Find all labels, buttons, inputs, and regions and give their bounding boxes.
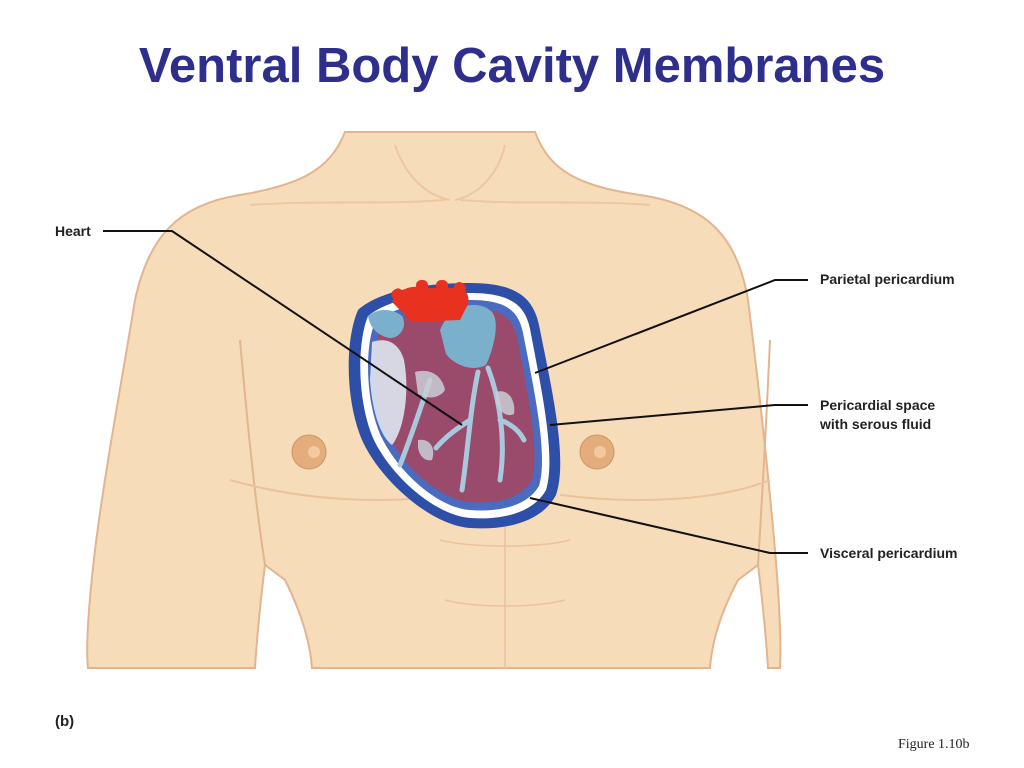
- leader-lines: [103, 230, 808, 554]
- slide-title: Ventral Body Cavity Membranes: [138, 39, 886, 93]
- coronary-vessels: [397, 365, 527, 493]
- space-leader: [549, 404, 808, 426]
- heart-label: Heart: [55, 223, 91, 239]
- figure-reference: Figure 1.10b: [898, 737, 970, 752]
- parietal-leader: [534, 279, 808, 374]
- panel-label: (b): [55, 713, 75, 730]
- left-nipple: [291, 434, 327, 470]
- right-nipple: [579, 434, 615, 470]
- pericardial-space-label-line1: Pericardial space: [820, 397, 936, 413]
- pericardial-space-label-line2: with serous fluid: [820, 416, 932, 432]
- pericardial-space-label: Pericardial space with serous fluid: [820, 396, 935, 434]
- aorta: [391, 280, 469, 322]
- heart-muscle: [374, 308, 535, 503]
- pulmonary-trunk: [440, 304, 496, 368]
- heart-leader: [103, 230, 463, 426]
- visceral-leader: [529, 497, 808, 554]
- parietal-pericardium-label: Parietal pericardium: [820, 271, 955, 287]
- visceral-pericardium-label: Visceral pericardium: [820, 545, 958, 561]
